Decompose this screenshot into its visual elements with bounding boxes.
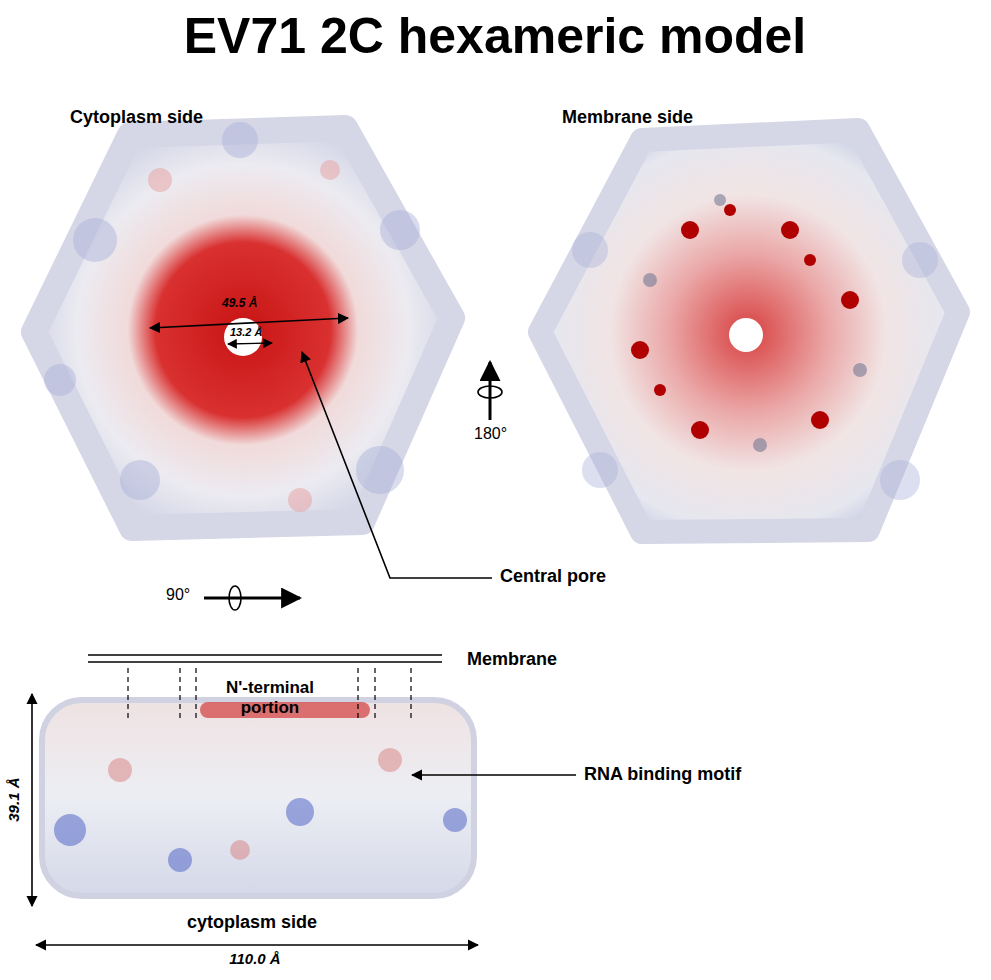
callout-label: RNA binding motif bbox=[584, 764, 741, 785]
dimension: 110.0 Å bbox=[229, 950, 280, 967]
figure-title: EV71 2C hexameric model bbox=[184, 8, 807, 66]
side-label: cytoplasm side bbox=[187, 912, 317, 933]
view-label: Cytoplasm side bbox=[70, 107, 203, 128]
dimension: 39.1 Å bbox=[5, 778, 22, 822]
rotation-label: 180° bbox=[474, 425, 507, 443]
surface-membrane bbox=[540, 130, 958, 532]
surface-side bbox=[42, 700, 474, 896]
region-label: N'-terminal portion bbox=[215, 678, 325, 717]
rotation-label: 90° bbox=[166, 586, 190, 604]
surface-top bbox=[34, 128, 452, 528]
membrane-label: Membrane bbox=[467, 649, 557, 670]
view-label: Membrane side bbox=[562, 107, 693, 128]
callout-label: Central pore bbox=[500, 566, 606, 587]
dimension: 13.2 Å bbox=[230, 326, 262, 339]
dimension: 49.5 Å bbox=[222, 297, 257, 311]
